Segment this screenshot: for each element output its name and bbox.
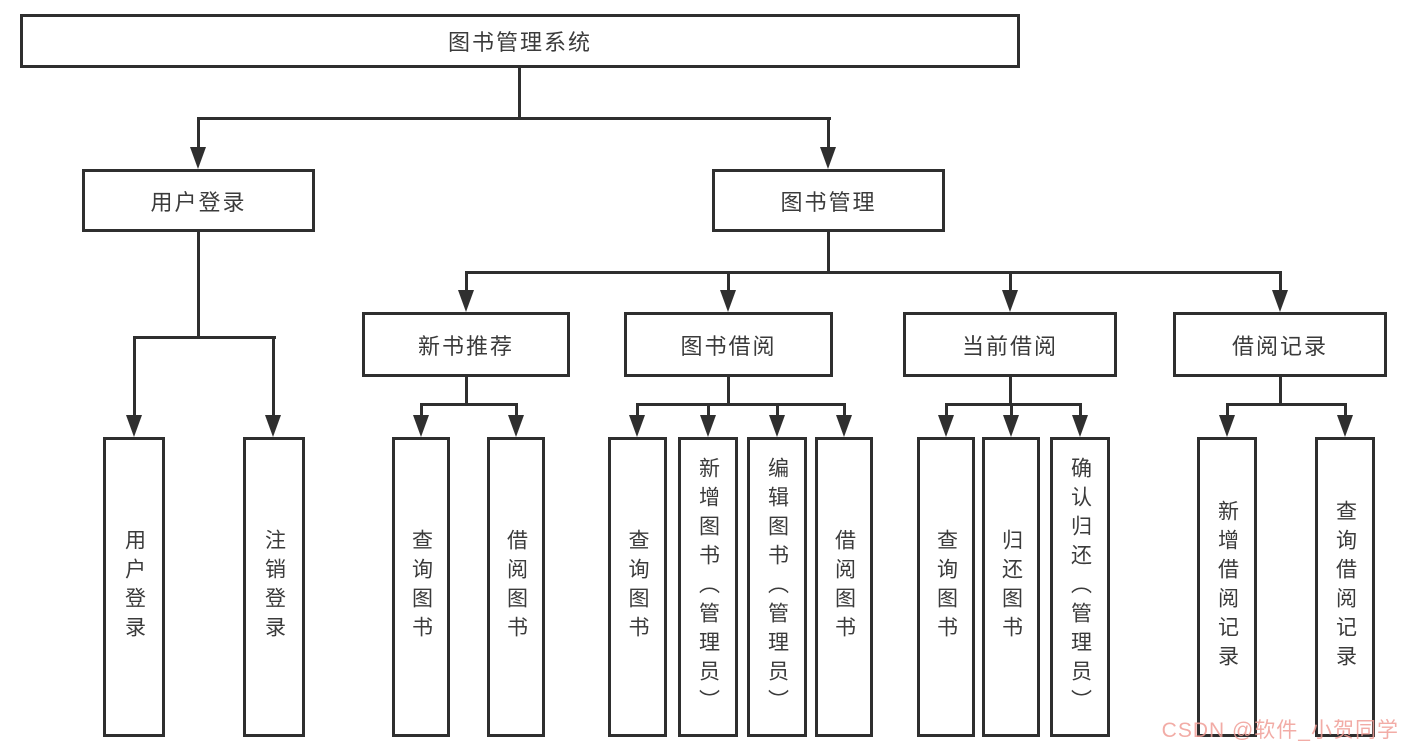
arrow-down-c4 — [836, 415, 852, 437]
arrow-down-book-management — [820, 147, 836, 169]
connector-borrow-branch — [636, 403, 846, 406]
csdn-watermark: CSDN @软件_小贺同学 — [1161, 719, 1399, 742]
connector-drop-e2 — [1344, 406, 1347, 416]
connector-root-branch — [197, 117, 831, 120]
arrow-down-d2 — [1003, 415, 1019, 437]
connector-drop-recommend — [465, 274, 468, 291]
connector-drop-b1 — [420, 406, 423, 416]
connector-drop-d1 — [945, 406, 948, 416]
leaf-borrow-add-book-admin: 新增图书（管理员） — [678, 437, 738, 737]
arrow-down-leaf-logout — [265, 415, 281, 437]
node-new-book-recommend: 新书推荐 — [362, 312, 570, 377]
arrow-down-leaf-login — [126, 415, 142, 437]
leaf-logout: 注销登录 — [243, 437, 305, 737]
arrow-down-current — [1002, 290, 1018, 312]
arrow-down-c3 — [769, 415, 785, 437]
arrow-down-c1 — [629, 415, 645, 437]
connector-current-branch — [945, 403, 1082, 406]
connector-drop-borrow — [727, 274, 730, 291]
arrow-down-d3 — [1072, 415, 1088, 437]
connector-drop-c4 — [843, 406, 846, 416]
arrow-down-b1 — [413, 415, 429, 437]
arrow-down-e2 — [1337, 415, 1353, 437]
leaf-borrow-borrow-book: 借阅图书 — [815, 437, 873, 737]
node-book-borrow: 图书借阅 — [624, 312, 833, 377]
leaf-borrow-edit-book-admin: 编辑图书（管理员） — [747, 437, 807, 737]
connector-drop-c3 — [776, 406, 779, 416]
arrow-down-d1 — [938, 415, 954, 437]
arrow-down-c2 — [700, 415, 716, 437]
arrow-down-user-login — [190, 147, 206, 169]
connector-drop-leaf-login — [133, 339, 136, 416]
leaf-current-query-book: 查询图书 — [917, 437, 975, 737]
connector-drop-book-management — [827, 120, 830, 148]
connector-drop-current — [1009, 274, 1012, 291]
leaf-borrow-query-book: 查询图书 — [608, 437, 667, 737]
leaf-current-confirm-return-admin: 确认归还（管理员） — [1050, 437, 1110, 737]
connector-root-stem — [518, 68, 521, 120]
connector-recommend-branch — [420, 403, 518, 406]
node-borrow-records: 借阅记录 — [1173, 312, 1387, 377]
arrow-down-borrow — [720, 290, 736, 312]
leaf-recommend-borrow-book: 借阅图书 — [487, 437, 545, 737]
arrow-down-records — [1272, 290, 1288, 312]
connector-drop-c1 — [636, 406, 639, 416]
connector-current-stem — [1009, 377, 1012, 406]
node-root: 图书管理系统 — [20, 14, 1020, 68]
connector-records-stem — [1279, 377, 1282, 406]
connector-book-stem — [827, 232, 830, 274]
connector-borrow-stem — [727, 377, 730, 406]
connector-drop-d3 — [1079, 406, 1082, 416]
arrow-down-recommend — [458, 290, 474, 312]
connector-recommend-stem — [465, 377, 468, 406]
leaf-user-login: 用户登录 — [103, 437, 165, 737]
leaf-current-return-book: 归还图书 — [982, 437, 1040, 737]
connector-records-branch — [1226, 403, 1347, 406]
connector-drop-leaf-logout — [272, 339, 275, 416]
connector-drop-d2 — [1010, 406, 1013, 416]
connector-drop-records — [1279, 274, 1282, 291]
arrow-down-b2 — [508, 415, 524, 437]
node-current-borrow: 当前借阅 — [903, 312, 1117, 377]
leaf-recommend-query-book: 查询图书 — [392, 437, 450, 737]
leaf-records-add-record: 新增借阅记录 — [1197, 437, 1257, 737]
connector-drop-user-login — [197, 120, 200, 148]
connector-drop-e1 — [1226, 406, 1229, 416]
connector-user-branch — [133, 336, 276, 339]
leaf-records-query-record: 查询借阅记录 — [1315, 437, 1375, 737]
arrow-down-e1 — [1219, 415, 1235, 437]
node-user-login: 用户登录 — [82, 169, 315, 232]
node-book-management: 图书管理 — [712, 169, 945, 232]
connector-drop-c2 — [707, 406, 710, 416]
connector-book-branch — [465, 271, 1282, 274]
connector-drop-b2 — [515, 406, 518, 416]
connector-user-stem — [197, 232, 200, 339]
